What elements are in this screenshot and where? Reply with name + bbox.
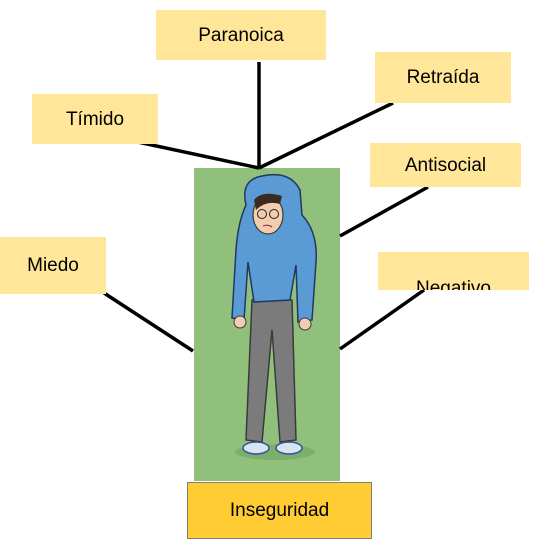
- label-negativo: Negativo: [378, 252, 529, 290]
- label-antisocial-text: Antisocial: [404, 154, 487, 176]
- person-illustration: [194, 168, 340, 481]
- label-inseguridad: Inseguridad: [187, 482, 372, 539]
- label-antisocial: Antisocial: [370, 143, 521, 187]
- hair: [254, 193, 282, 210]
- label-miedo-text: Miedo: [27, 255, 79, 276]
- pants: [245, 299, 297, 443]
- right-shoe: [275, 441, 303, 455]
- label-inseguridad-text: Inseguridad: [229, 500, 330, 521]
- right-hand: [298, 317, 312, 331]
- connector-antisocial: [339, 185, 429, 238]
- connector-negativo: [338, 288, 426, 351]
- left-hand: [233, 315, 247, 329]
- left-shoe: [242, 441, 270, 455]
- label-retraida: Retraída: [375, 52, 511, 103]
- connector-retraida: [258, 101, 394, 170]
- label-paranoica-text: Paranoica: [198, 24, 284, 46]
- label-paranoica: Paranoica: [156, 10, 326, 60]
- label-timido-text: Tímido: [65, 108, 125, 130]
- connector-miedo: [103, 291, 194, 353]
- label-negativo-text: Negativo: [416, 278, 491, 290]
- label-timido: Tímido: [32, 94, 158, 144]
- glasses-right: [269, 209, 279, 219]
- label-miedo: Miedo: [0, 237, 106, 294]
- glasses-left: [257, 209, 267, 219]
- mouth: [262, 224, 273, 228]
- label-retraida-text: Retraída: [406, 67, 480, 88]
